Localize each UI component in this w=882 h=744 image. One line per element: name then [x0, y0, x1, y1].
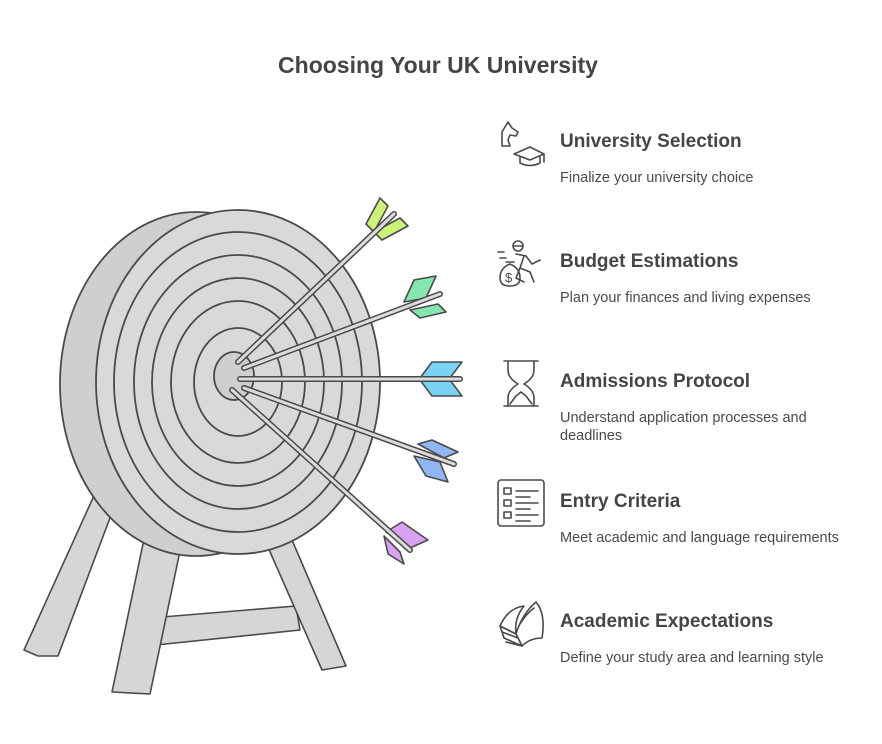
item-description: Plan your finances and living expenses: [560, 290, 811, 306]
arrows: [229, 197, 463, 565]
item-heading: Budget Estimations: [560, 251, 739, 272]
arrow-1: [235, 197, 409, 365]
item-description: Finalize your university choice: [560, 170, 754, 186]
svg-text:$: $: [505, 270, 513, 285]
list-item-academic-expectations: Academic Expectations Define your study …: [496, 598, 866, 678]
hourglass-icon: [503, 360, 539, 407]
list-item-university-selection: University Selection Finalize your unive…: [496, 118, 866, 198]
chess-knight-graduation-cap-icon: [501, 121, 545, 167]
item-description: Understand application processes and dea…: [560, 410, 807, 444]
money-bag-runner-icon: $: [497, 240, 541, 287]
arrow-2: [241, 275, 447, 371]
item-heading: University Selection: [560, 131, 742, 152]
target-stand: [23, 477, 347, 695]
arrow-4: [241, 385, 459, 483]
arrow-3: [237, 361, 463, 397]
list-item-budget-estimations: $ Budget Estimations Plan your finances …: [496, 238, 866, 318]
item-heading: Academic Expectations: [560, 611, 774, 632]
page-title: Choosing Your UK University: [278, 52, 598, 78]
checklist-icon: [497, 479, 545, 527]
list-item-admissions-protocol: Admissions Protocol Understand applicati…: [496, 358, 866, 444]
item-heading: Entry Criteria: [560, 491, 681, 512]
list-item-entry-criteria: Entry Criteria Meet academic and languag…: [496, 478, 866, 558]
stand-cross-bar: [149, 605, 301, 646]
item-description: Define your study area and learning styl…: [560, 650, 824, 666]
target-board: [59, 209, 381, 557]
arrow-5: [229, 387, 429, 565]
open-book-icon: [499, 601, 544, 647]
item-description: Meet academic and language requirements: [560, 530, 839, 546]
item-heading: Admissions Protocol: [560, 371, 751, 392]
